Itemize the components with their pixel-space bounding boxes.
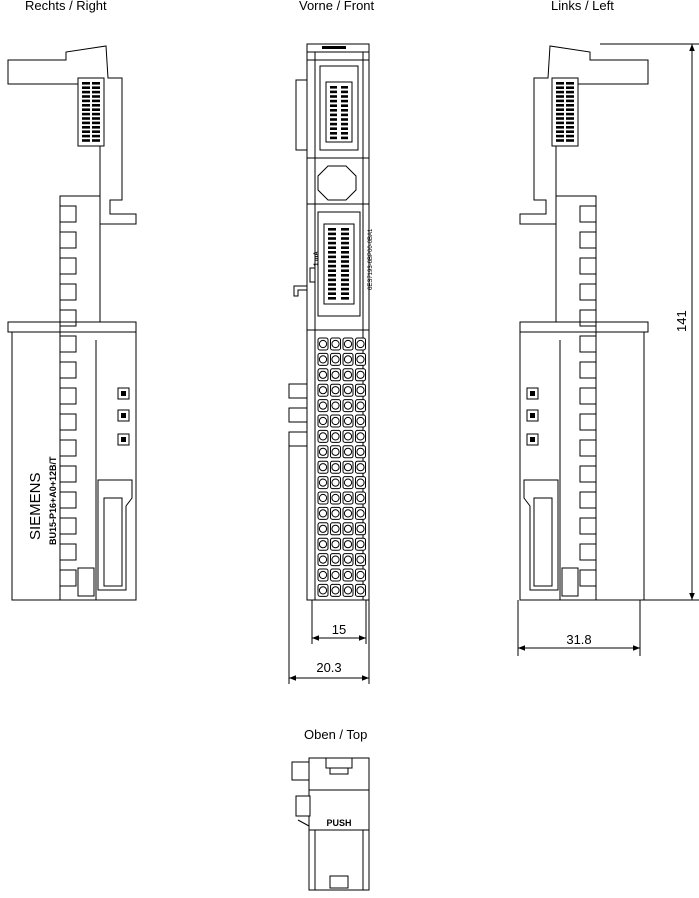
- view-title-front: Vorne / Front: [299, 0, 375, 13]
- dim-front-outer-width: 20.3: [316, 660, 341, 675]
- front-view: 6ES7193-6BP00-0BA1 1 mA 15 20.3: [288, 43, 374, 684]
- dim-depth: 31.8: [566, 632, 591, 647]
- left-side-view: [519, 45, 649, 601]
- right-brand-label: SIEMENS: [27, 472, 44, 540]
- right-product-code: BU15-P16+A0+12B/T: [48, 456, 58, 545]
- view-title-top: Oben / Top: [304, 727, 368, 742]
- view-title-right: Rechts / Right: [25, 0, 107, 13]
- svg-text:1 mA: 1 mA: [314, 251, 320, 266]
- dim-front-inner-width: 15: [332, 622, 346, 637]
- top-view: PUSH: [291, 757, 370, 891]
- right-din-rail: [7, 321, 137, 333]
- front-body-outline: [306, 43, 370, 601]
- right-connector-block: [77, 77, 105, 147]
- dim-height: 141: [674, 310, 689, 332]
- svg-text:6ES7193-6BP00-0BA1: 6ES7193-6BP00-0BA1: [368, 228, 374, 290]
- push-label: PUSH: [326, 818, 351, 828]
- right-side-view: SIEMENS BU15-P16+A0+12B/T: [7, 45, 137, 601]
- view-title-left: Links / Left: [551, 0, 614, 13]
